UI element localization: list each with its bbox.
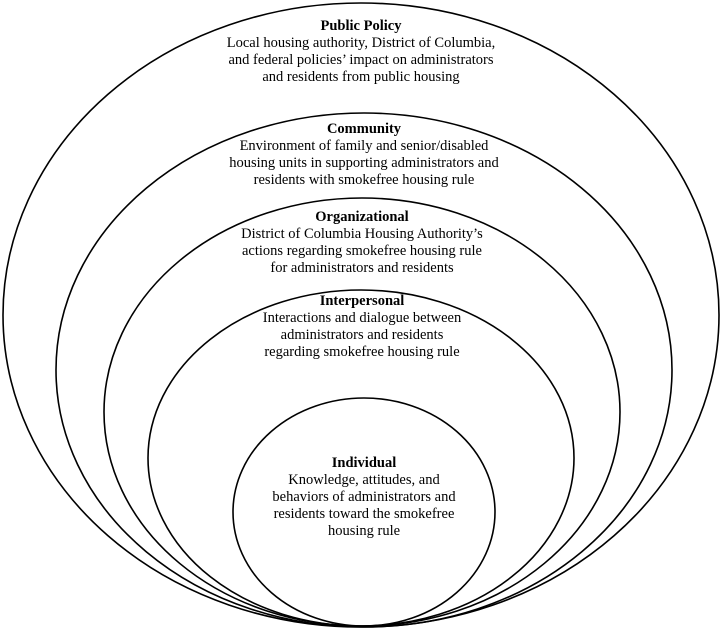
individual-level: Individual Knowledge, attitudes, and beh… xyxy=(254,455,474,540)
public-policy-description: Local housing authority, District of Col… xyxy=(226,35,496,85)
organizational-level: Organizational District of Columbia Hous… xyxy=(222,209,502,277)
public-policy-level: Public Policy Local housing authority, D… xyxy=(211,18,511,86)
individual-description: Knowledge, attitudes, and behaviors of a… xyxy=(272,472,456,539)
organizational-title: Organizational xyxy=(315,209,409,225)
community-title: Community xyxy=(326,121,402,137)
community-ellipse xyxy=(55,112,673,628)
individual-title: Individual xyxy=(331,455,397,471)
individual-ellipse xyxy=(232,397,496,627)
interpersonal-level: Interpersonal Interactions and dialogue … xyxy=(232,293,492,361)
interpersonal-title: Interpersonal xyxy=(319,293,405,309)
organizational-description: District of Columbia Housing Authority’s… xyxy=(241,226,483,276)
public-policy-title: Public Policy xyxy=(320,18,402,34)
interpersonal-description: Interactions and dialogue between admini… xyxy=(262,310,462,360)
community-level: Community Environment of family and seni… xyxy=(214,121,514,189)
community-description: Environment of family and senior/disable… xyxy=(229,138,499,188)
